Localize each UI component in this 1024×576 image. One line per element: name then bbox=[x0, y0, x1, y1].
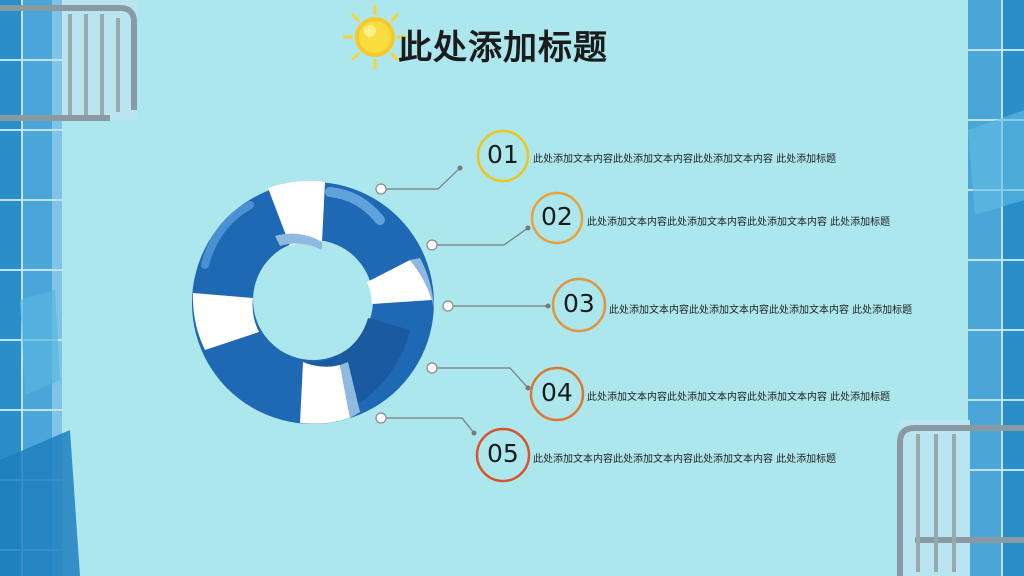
item-number-03: 03 bbox=[563, 289, 595, 318]
number-ring-02 bbox=[530, 191, 584, 245]
connector-dot-2 bbox=[426, 239, 438, 251]
item-number-05: 05 bbox=[487, 439, 519, 468]
right-pool-decoration bbox=[897, 0, 1024, 576]
item-text-04: 此处添加文本内容此处添加文本内容此处添加文本内容 此处添加标题 bbox=[587, 392, 891, 403]
connector-dot-3 bbox=[442, 300, 454, 312]
item-text-05: 此处添加文本内容此处添加文本内容此处添加文本内容 此处添加标题 bbox=[533, 454, 837, 465]
item-text-01: 此处添加文本内容此处添加文本内容此处添加文本内容 此处添加标题 bbox=[533, 154, 837, 165]
item-number-01: 01 bbox=[487, 140, 519, 169]
left-pool-decoration bbox=[0, 0, 137, 576]
item-text-03: 此处添加文本内容此处添加文本内容此处添加文本内容 此处添加标题 bbox=[609, 305, 913, 316]
number-ring-05 bbox=[475, 427, 531, 483]
connector-dot-1 bbox=[375, 183, 387, 195]
number-ring-04 bbox=[529, 366, 585, 422]
sun-icon bbox=[343, 5, 407, 69]
connector-dot-4 bbox=[426, 362, 438, 374]
connector-lines bbox=[381, 167, 548, 434]
lifebuoy-icon bbox=[191, 180, 434, 424]
connector-dot-5 bbox=[375, 412, 387, 424]
item-number-04: 04 bbox=[541, 378, 573, 407]
number-ring-03 bbox=[551, 277, 607, 333]
number-ring-01 bbox=[476, 129, 530, 183]
item-number-02: 02 bbox=[541, 202, 573, 231]
page-title: 此处添加标题 bbox=[398, 28, 608, 68]
item-text-02: 此处添加文本内容此处添加文本内容此处添加文本内容 此处添加标题 bbox=[587, 217, 891, 228]
